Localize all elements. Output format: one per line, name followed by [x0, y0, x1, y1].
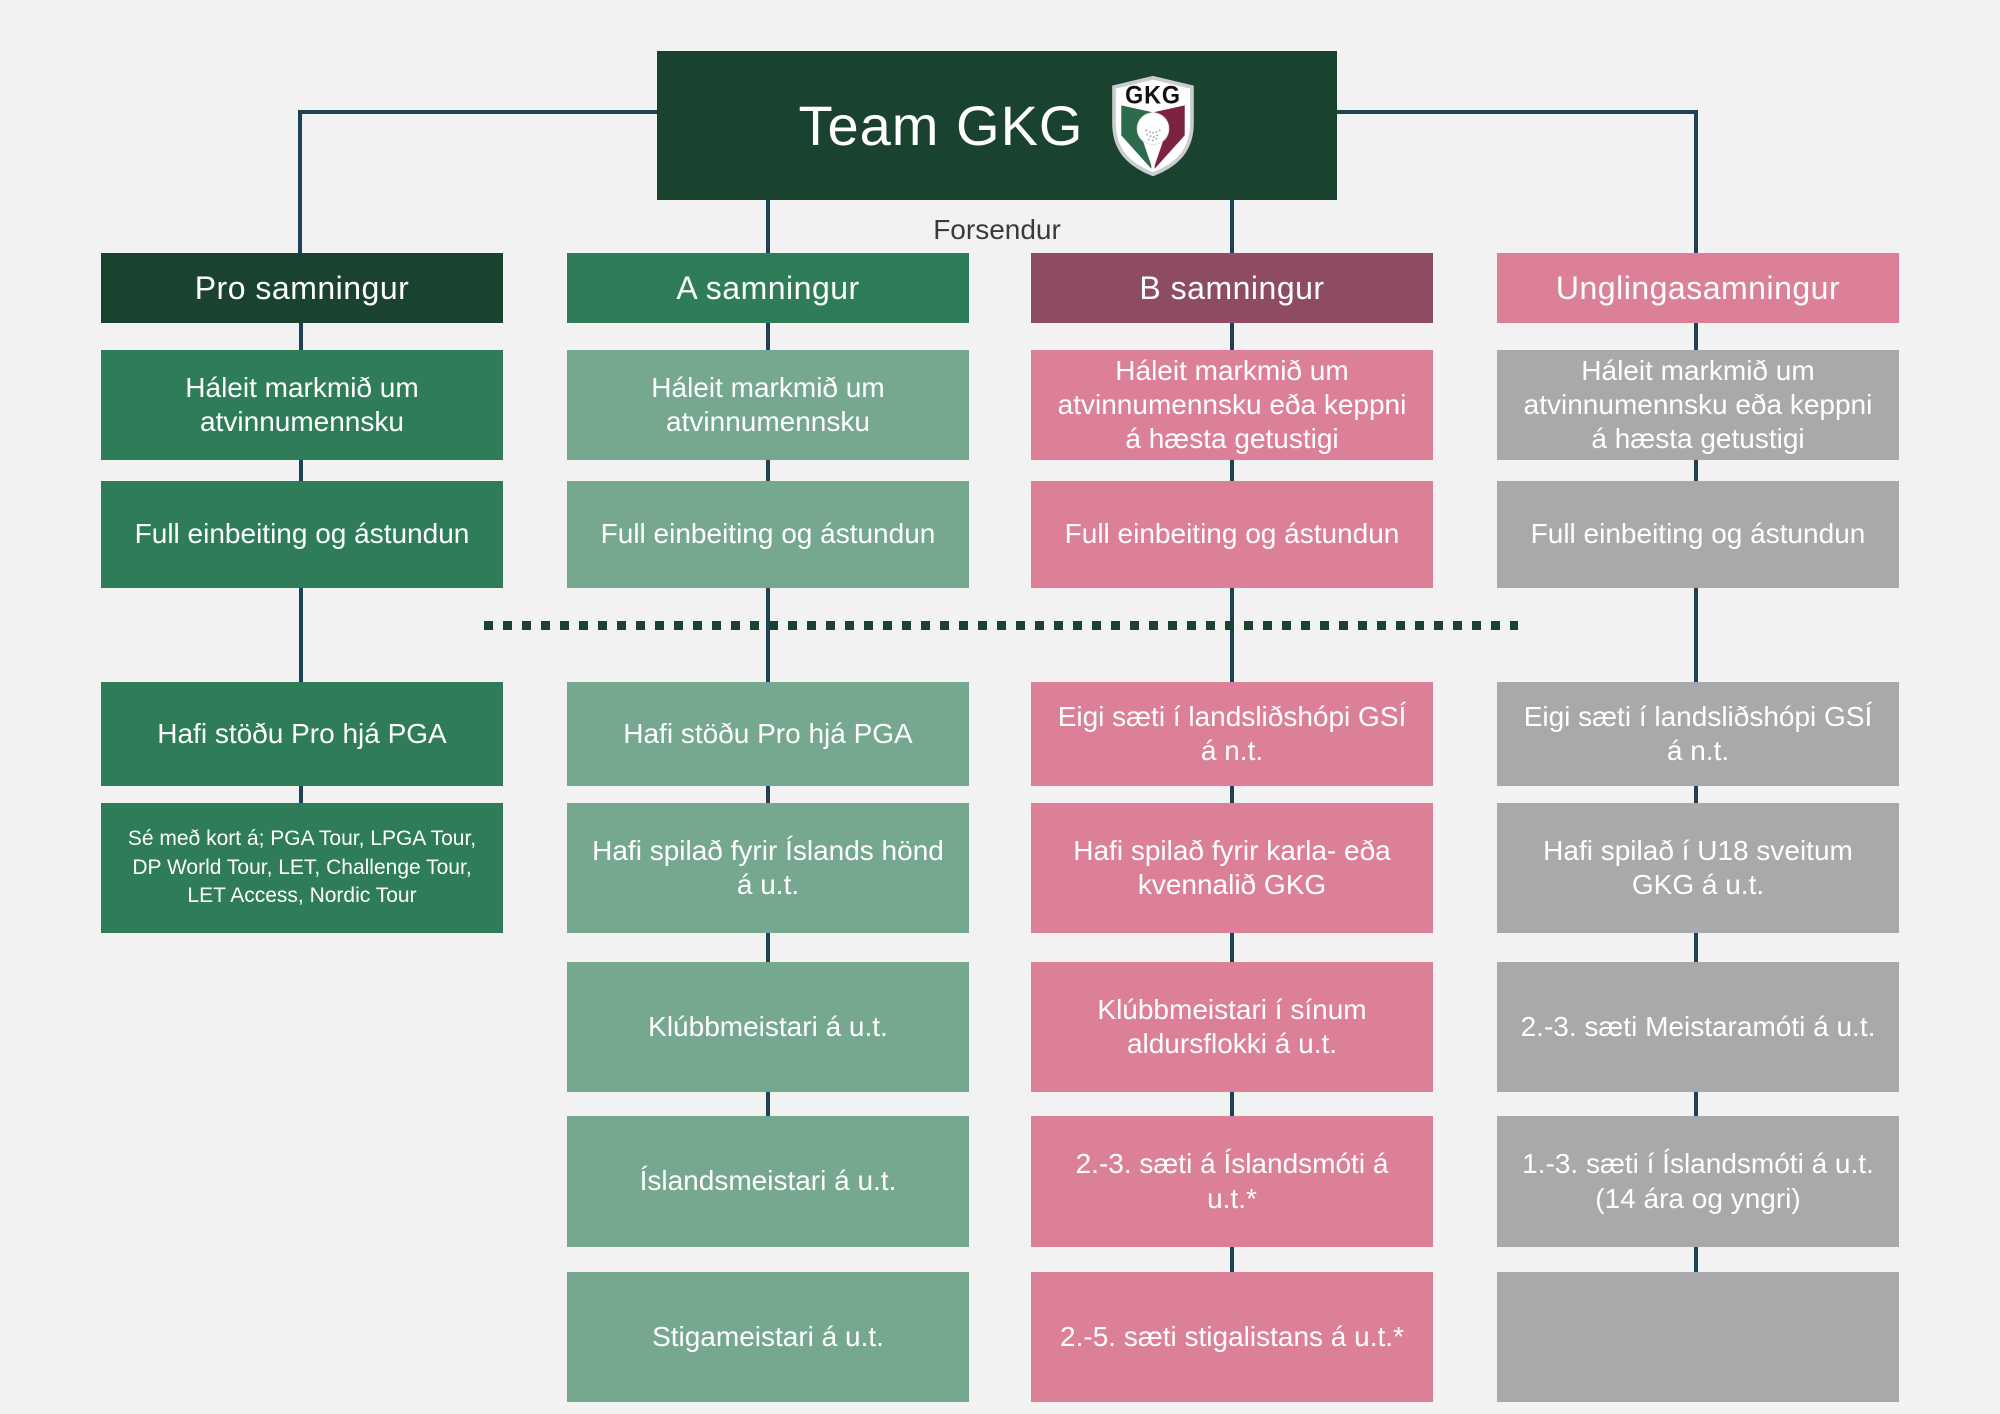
- connector-line: [1230, 588, 1234, 682]
- criteria-box: Sé með kort á; PGA Tour, LPGA Tour, DP W…: [101, 803, 503, 933]
- connector-line: [766, 323, 770, 350]
- criteria-box: Hafi spilað fyrir karla- eða kvennalið G…: [1031, 803, 1433, 933]
- column-header-b: B samningur: [1031, 253, 1433, 323]
- connector-line: [1230, 323, 1234, 350]
- connector-line: [1230, 1247, 1234, 1272]
- connector-line: [1230, 933, 1234, 962]
- criteria-box: Háleit markmið um atvinnumennsku: [101, 350, 503, 460]
- criteria-box: 1.-3. sæti í Íslandsmóti á u.t. (14 ára …: [1497, 1116, 1899, 1247]
- connector-line: [1694, 460, 1698, 481]
- criteria-box: Full einbeiting og ástundun: [1031, 481, 1433, 588]
- connector-line: [766, 198, 770, 253]
- criteria-box: Hafi stöðu Pro hjá PGA: [567, 682, 969, 786]
- criteria-box: Háleit markmið um atvinnumennsku: [567, 350, 969, 460]
- criteria-box: Eigi sæti í landsliðshópi GSÍ á n.t.: [1031, 682, 1433, 786]
- criteria-box: Full einbeiting og ástundun: [101, 481, 503, 588]
- criteria-box: Full einbeiting og ástundun: [1497, 481, 1899, 588]
- connector-line: [1694, 1092, 1698, 1116]
- criteria-box: Full einbeiting og ástundun: [567, 481, 969, 588]
- connector-line: [1230, 786, 1234, 803]
- column-header-unglinga: Unglingasamningur: [1497, 253, 1899, 323]
- connector-line: [1230, 198, 1234, 253]
- connector-line: [1694, 1247, 1698, 1272]
- connector-line: [300, 110, 657, 114]
- connector-line: [1230, 460, 1234, 481]
- column-header-a: A samningur: [567, 253, 969, 323]
- gkg-logo-text: GKG: [1126, 81, 1182, 109]
- connector-line: [1694, 110, 1698, 253]
- connector-line: [766, 933, 770, 962]
- page-title: Team GKG: [798, 94, 1084, 157]
- connector-line: [299, 323, 303, 350]
- criteria-box: Hafi stöðu Pro hjá PGA: [101, 682, 503, 786]
- criteria-box: Háleit markmið um atvinnumennsku eða kep…: [1031, 350, 1433, 460]
- connector-line: [766, 588, 770, 682]
- criteria-box: Eigi sæti í landsliðshópi GSÍ á n.t.: [1497, 682, 1899, 786]
- connector-line: [766, 460, 770, 481]
- connector-line: [766, 786, 770, 803]
- connector-line: [766, 1092, 770, 1116]
- title-box: Team GKG: [657, 51, 1337, 200]
- criteria-box: 2.-3. sæti á Íslandsmóti á u.t.*: [1031, 1116, 1433, 1247]
- criteria-box: Stigameistari á u.t.: [567, 1272, 969, 1402]
- connector-line: [1694, 933, 1698, 962]
- connector-line: [299, 460, 303, 481]
- criteria-box: 2.-3. sæti Meistaramóti á u.t.: [1497, 962, 1899, 1092]
- connector-line: [299, 588, 303, 682]
- criteria-box: Klúbbmeistari í sínum aldursflokki á u.t…: [1031, 962, 1433, 1092]
- column-header-pro: Pro samningur: [101, 253, 503, 323]
- gkg-shield-logo: GKG: [1111, 75, 1195, 177]
- dashed-divider-line: [484, 621, 1518, 630]
- subtitle-forsendur: Forsendur: [933, 214, 1061, 245]
- connector-line: [299, 786, 303, 803]
- criteria-box: Háleit markmið um atvinnumennsku eða kep…: [1497, 350, 1899, 460]
- criteria-box-empty: [1497, 1272, 1899, 1402]
- connector-line: [1337, 110, 1698, 114]
- criteria-box: Íslandsmeistari á u.t.: [567, 1116, 969, 1247]
- connector-line: [1694, 588, 1698, 682]
- connector-line: [298, 110, 302, 253]
- connector-line: [1230, 1092, 1234, 1116]
- criteria-box: Klúbbmeistari á u.t.: [567, 962, 969, 1092]
- criteria-box: 2.-5. sæti stigalistans á u.t.*: [1031, 1272, 1433, 1402]
- criteria-box: Hafi spilað fyrir Íslands hönd á u.t.: [567, 803, 969, 933]
- connector-line: [1694, 786, 1698, 803]
- criteria-box: Hafi spilað í U18 sveitum GKG á u.t.: [1497, 803, 1899, 933]
- connector-line: [1694, 323, 1698, 350]
